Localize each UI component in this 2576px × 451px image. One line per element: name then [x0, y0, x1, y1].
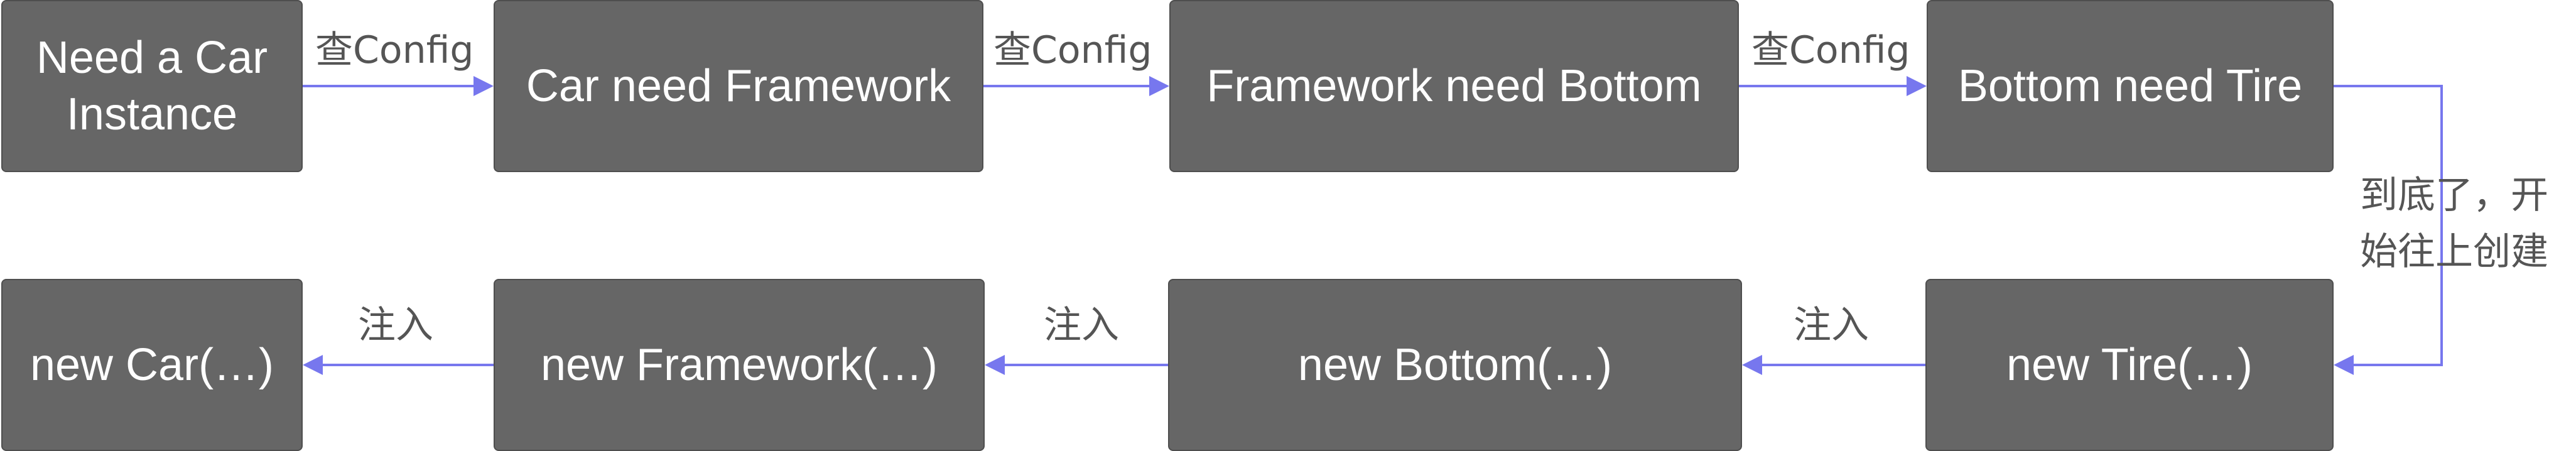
- arrowhead-5: [1742, 355, 1762, 375]
- edge-label-lookup-1: 查Config: [315, 28, 474, 73]
- arrowhead-4: [2334, 355, 2354, 375]
- node-new-tire: new Tire(…): [1925, 279, 2334, 451]
- edge-label-lookup-3: 查Config: [1751, 28, 1910, 73]
- node-new-framework: new Framework(…): [494, 279, 985, 451]
- arrowhead-6: [985, 355, 1005, 375]
- node-new-bottom: new Bottom(…): [1168, 279, 1742, 451]
- node-car-need-framework: Car need Framework: [494, 0, 983, 172]
- edge-label-lookup-2: 查Config: [993, 28, 1152, 73]
- edge-label-inject-2: 注入: [1044, 303, 1119, 348]
- arrowhead-2: [1149, 76, 1169, 96]
- node-bottom-need-tire: Bottom need Tire: [1927, 0, 2334, 172]
- arrow-down-turn: [2334, 85, 2443, 366]
- node-need-car-instance: Need a Car Instance: [1, 0, 303, 172]
- edge-label-inject-3: 注入: [358, 303, 433, 348]
- edge-label-inject-1: 注入: [1794, 303, 1869, 348]
- node-framework-need-bottom: Framework need Bottom: [1169, 0, 1739, 172]
- arrowhead-1: [474, 76, 494, 96]
- edge-label-turn: 到底了，开 始往上创建: [2360, 173, 2548, 274]
- node-new-car: new Car(…): [1, 279, 303, 451]
- arrowhead-3: [1907, 76, 1927, 96]
- arrowhead-7: [303, 355, 323, 375]
